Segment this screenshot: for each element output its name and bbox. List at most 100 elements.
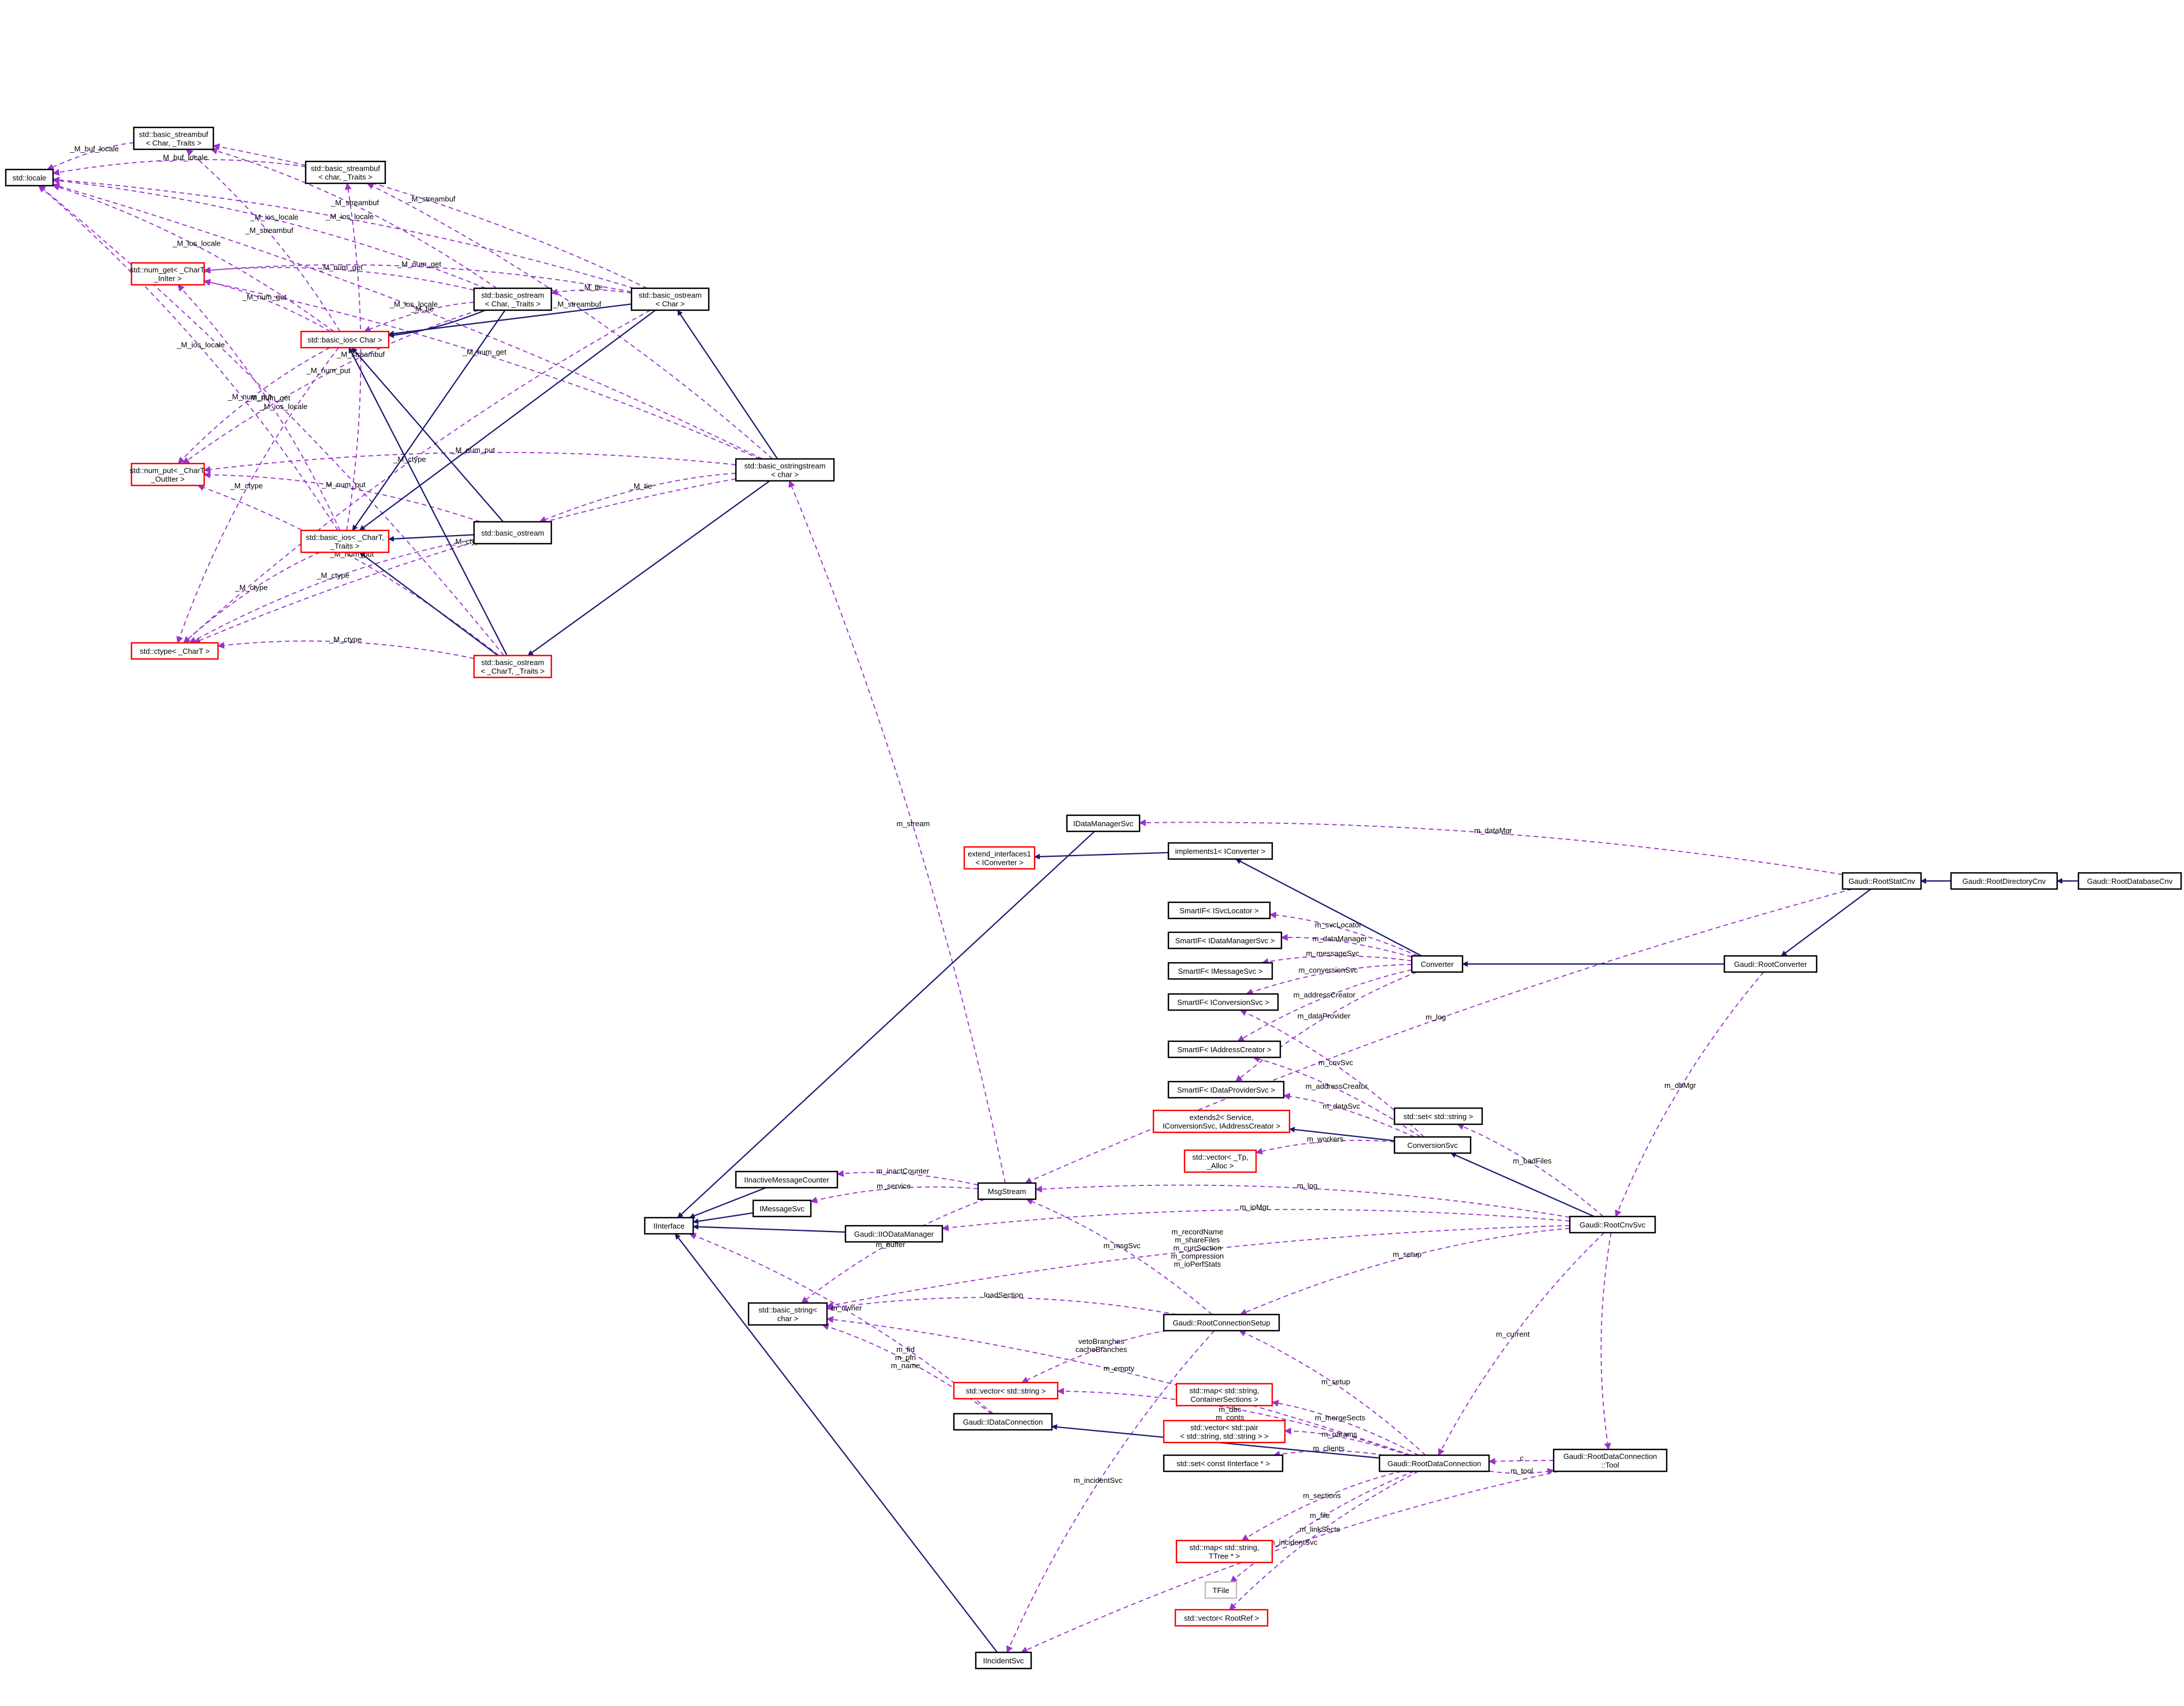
class-name-rdc: Gaudi::RootDataConnection xyxy=(1388,1459,1482,1468)
edge-label-rcnv-to-rcs: m_setup xyxy=(1393,1250,1422,1259)
class-node-rdir[interactable]: Gaudi::RootDirectoryCnv xyxy=(1950,872,2058,890)
class-node-rdb[interactable]: Gaudi::RootDatabaseCnv xyxy=(2077,872,2182,890)
edge-usage-boss-to-ctype xyxy=(193,478,736,644)
class-node-numget[interactable]: std::num_get< _CharT,_InIter > xyxy=(130,262,206,286)
edge-label-rcs-to-bstr: loadSection xyxy=(984,1291,1023,1300)
edge-inherit-iisvc-to-iface xyxy=(674,1233,998,1653)
class-node-vec_pair[interactable]: std::vector< std::pair< std::string, std… xyxy=(1163,1419,1286,1444)
class-node-ims[interactable]: IMessageSvc xyxy=(752,1199,812,1218)
class-name-map_tt: std::map< std::string,TTree * > xyxy=(1189,1543,1259,1561)
class-node-sp_ims[interactable]: SmartIF< IMessageSvc > xyxy=(1167,962,1273,980)
class-node-rcnv[interactable]: Gaudi::RootCnvSvc xyxy=(1569,1215,1656,1234)
class-name-ctype: std::ctype< _CharT > xyxy=(140,647,209,656)
class-node-rdc[interactable]: Gaudi::RootDataConnection xyxy=(1378,1454,1490,1472)
class-node-impl1[interactable]: implements1< IConverter > xyxy=(1167,842,1273,860)
class-node-vec_tp[interactable]: std::vector< _Tp,_Alloc > xyxy=(1183,1149,1257,1173)
class-node-iimc[interactable]: IInactiveMessageCounter xyxy=(735,1170,839,1189)
class-node-sp_idm[interactable]: SmartIF< IDataManagerSvc > xyxy=(1167,931,1283,950)
class-name-rdir: Gaudi::RootDirectoryCnv xyxy=(1963,877,2046,886)
class-node-rdc_tool[interactable]: Gaudi::RootDataConnection::Tool xyxy=(1553,1448,1668,1472)
class-node-idms[interactable]: IDataManagerSvc xyxy=(1066,814,1141,833)
class-node-converter[interactable]: Converter xyxy=(1411,955,1464,973)
edge-label-boss-to-numput: _M_num_put xyxy=(450,446,495,454)
class-node-vec_rr[interactable]: std::vector< RootRef > xyxy=(1174,1609,1269,1627)
edge-label-layer: _M_buf_locale_M_buf_locale_M_ios_locale_… xyxy=(70,144,1697,1546)
class-node-rstat[interactable]: Gaudi::RootStatCnv xyxy=(1841,872,1922,890)
class-node-rconv[interactable]: Gaudi::RootConverter xyxy=(1723,955,1818,973)
edge-usage-rdc-to-bstr xyxy=(826,1316,1411,1456)
edge-label-rcnv-to-rdc: m_current xyxy=(1496,1330,1530,1339)
edge-usage-msgstream-to-ims xyxy=(810,1186,979,1204)
edge-usage-converter-to-sp_isl xyxy=(1269,912,1419,956)
edge-usage-rcnv-to-bstr xyxy=(826,1225,1570,1309)
class-box-boss xyxy=(735,458,835,482)
class-node-set_ii[interactable]: std::set< const IInterface * > xyxy=(1163,1454,1284,1472)
class-node-bos_ctr[interactable]: std::basic_ostream< Char, _Traits > xyxy=(473,287,552,311)
edge-usage-bos_c-to-ctype xyxy=(183,310,651,643)
class-node-bos_ct[interactable]: std::basic_ostream< _CharT, _Traits > xyxy=(473,654,552,679)
class-box-rdb xyxy=(2077,872,2182,890)
class-node-sp_idp[interactable]: SmartIF< IDataProviderSvc > xyxy=(1167,1080,1285,1099)
edge-label-converter-to-sp_ims: m_messageSvc xyxy=(1306,949,1359,958)
class-name-bos_ct: std::basic_ostream< _CharT, _Traits > xyxy=(481,658,545,676)
edge-usage-rcnv-to-msgstream xyxy=(1035,1184,1570,1218)
class-name-vec_str: std::vector< std::string > xyxy=(966,1387,1046,1395)
class-node-idc[interactable]: Gaudi::IDataConnection xyxy=(953,1413,1053,1431)
class-node-locale[interactable]: std::locale xyxy=(5,168,54,187)
class-node-boss[interactable]: std::basic_ostringstream< char > xyxy=(735,458,835,482)
class-node-bios_ct[interactable]: std::basic_ios< _CharT,_Traits > xyxy=(300,529,390,553)
class-node-vec_str[interactable]: std::vector< std::string > xyxy=(953,1381,1059,1400)
class-node-convsvc[interactable]: ConversionSvc xyxy=(1393,1136,1472,1154)
class-node-sp_ics[interactable]: SmartIF< IConversionSvc > xyxy=(1167,993,1279,1011)
class-node-numput[interactable]: std::num_put< _CharT,_OutIter > xyxy=(130,462,206,487)
edge-label-bos_plain-to-ctype: _M_ctype xyxy=(316,571,349,580)
class-box-bos_ct xyxy=(473,654,552,679)
class-node-bsb_char[interactable]: std::basic_streambuf< char, _Traits > xyxy=(305,160,386,184)
edge-label-boss-to-bos_plain: _M_tie xyxy=(629,481,652,490)
class-node-bos_c[interactable]: std::basic_ostream< Char > xyxy=(630,287,710,311)
class-node-sp_isl[interactable]: SmartIF< ISvcLocator > xyxy=(1167,901,1271,920)
edge-label-bios_ct-to-numget: _M_num_get xyxy=(246,394,290,402)
class-node-ctype[interactable]: std::ctype< _CharT > xyxy=(130,642,219,660)
class-node-tfile[interactable]: TFile xyxy=(1204,1581,1238,1599)
class-node-set_str[interactable]: std::set< std::string > xyxy=(1393,1107,1483,1125)
class-node-iisvc[interactable]: IIncidentSvc xyxy=(975,1651,1032,1670)
class-node-iiodm[interactable]: Gaudi::IIODataManager xyxy=(844,1225,943,1243)
class-box-sp_isl xyxy=(1167,901,1271,920)
edge-inherit-boss-to-bos_c xyxy=(676,310,779,460)
class-name-sp_iac: SmartIF< IAddressCreator > xyxy=(1177,1045,1271,1054)
class-box-sp_ics xyxy=(1167,993,1279,1011)
class-node-map_cs[interactable]: std::map< std::string,ContainerSections … xyxy=(1175,1383,1273,1407)
class-box-sp_idm xyxy=(1167,931,1283,950)
edge-label-convsvc-to-sp_iac: m_addressCreator xyxy=(1306,1082,1368,1091)
class-name-sp_ims: SmartIF< IMessageSvc > xyxy=(1178,967,1263,976)
edge-usage-bios_char-to-numput xyxy=(178,347,330,464)
class-name-extif1: extend_interfaces1< IConverter > xyxy=(968,850,1031,867)
edge-usage-bios_ct-to-bsb_char xyxy=(344,182,362,531)
class-node-bstr[interactable]: std::basic_string<char > xyxy=(747,1302,828,1326)
edge-usage-bos_ctr-to-numget xyxy=(203,266,475,291)
edge-usage-boss-to-numget xyxy=(203,279,761,460)
class-box-vec_str xyxy=(953,1381,1059,1400)
class-box-msgstream xyxy=(977,1182,1037,1200)
class-node-bsb_tr[interactable]: std::basic_streambuf< Char, _Traits > xyxy=(133,126,215,150)
class-node-msgstream[interactable]: MsgStream xyxy=(977,1182,1037,1200)
class-node-sp_iac[interactable]: SmartIF< IAddressCreator > xyxy=(1167,1040,1281,1059)
class-node-map_tt[interactable]: std::map< std::string,TTree * > xyxy=(1175,1539,1273,1564)
edge-inherit-idms-to-iface xyxy=(677,831,1095,1218)
class-node-bios_char[interactable]: std::basic_ios< Char > xyxy=(300,330,390,349)
class-node-ext2[interactable]: extends2< Service,IConversionSvc, IAddre… xyxy=(1152,1109,1291,1133)
edge-usage-bos_ctr-to-bsb_tr xyxy=(210,148,497,289)
edge-usage-rdc-to-vec_rr xyxy=(1229,1471,1419,1610)
edge-label-rdc_tool-to-rdc: c xyxy=(1520,1454,1524,1463)
class-node-rcs[interactable]: Gaudi::RootConnectionSetup xyxy=(1163,1313,1280,1332)
class-node-extif1[interactable]: extend_interfaces1< IConverter > xyxy=(963,846,1036,870)
edge-label-bos_ct-to-ctype: _M_ctype xyxy=(329,635,362,644)
edge-usage-bsb_char-to-locale xyxy=(52,159,306,176)
class-box-rdir xyxy=(1950,872,2058,890)
edge-usage-rcnv-to-rcs xyxy=(1239,1227,1570,1316)
edge-usage-msgstream-to-bstr xyxy=(801,1199,986,1304)
class-name-sp_ics: SmartIF< IConversionSvc > xyxy=(1177,998,1269,1007)
class-node-bos_plain[interactable]: std::basic_ostream xyxy=(473,521,552,545)
class-node-iface[interactable]: IInterface xyxy=(644,1217,694,1235)
